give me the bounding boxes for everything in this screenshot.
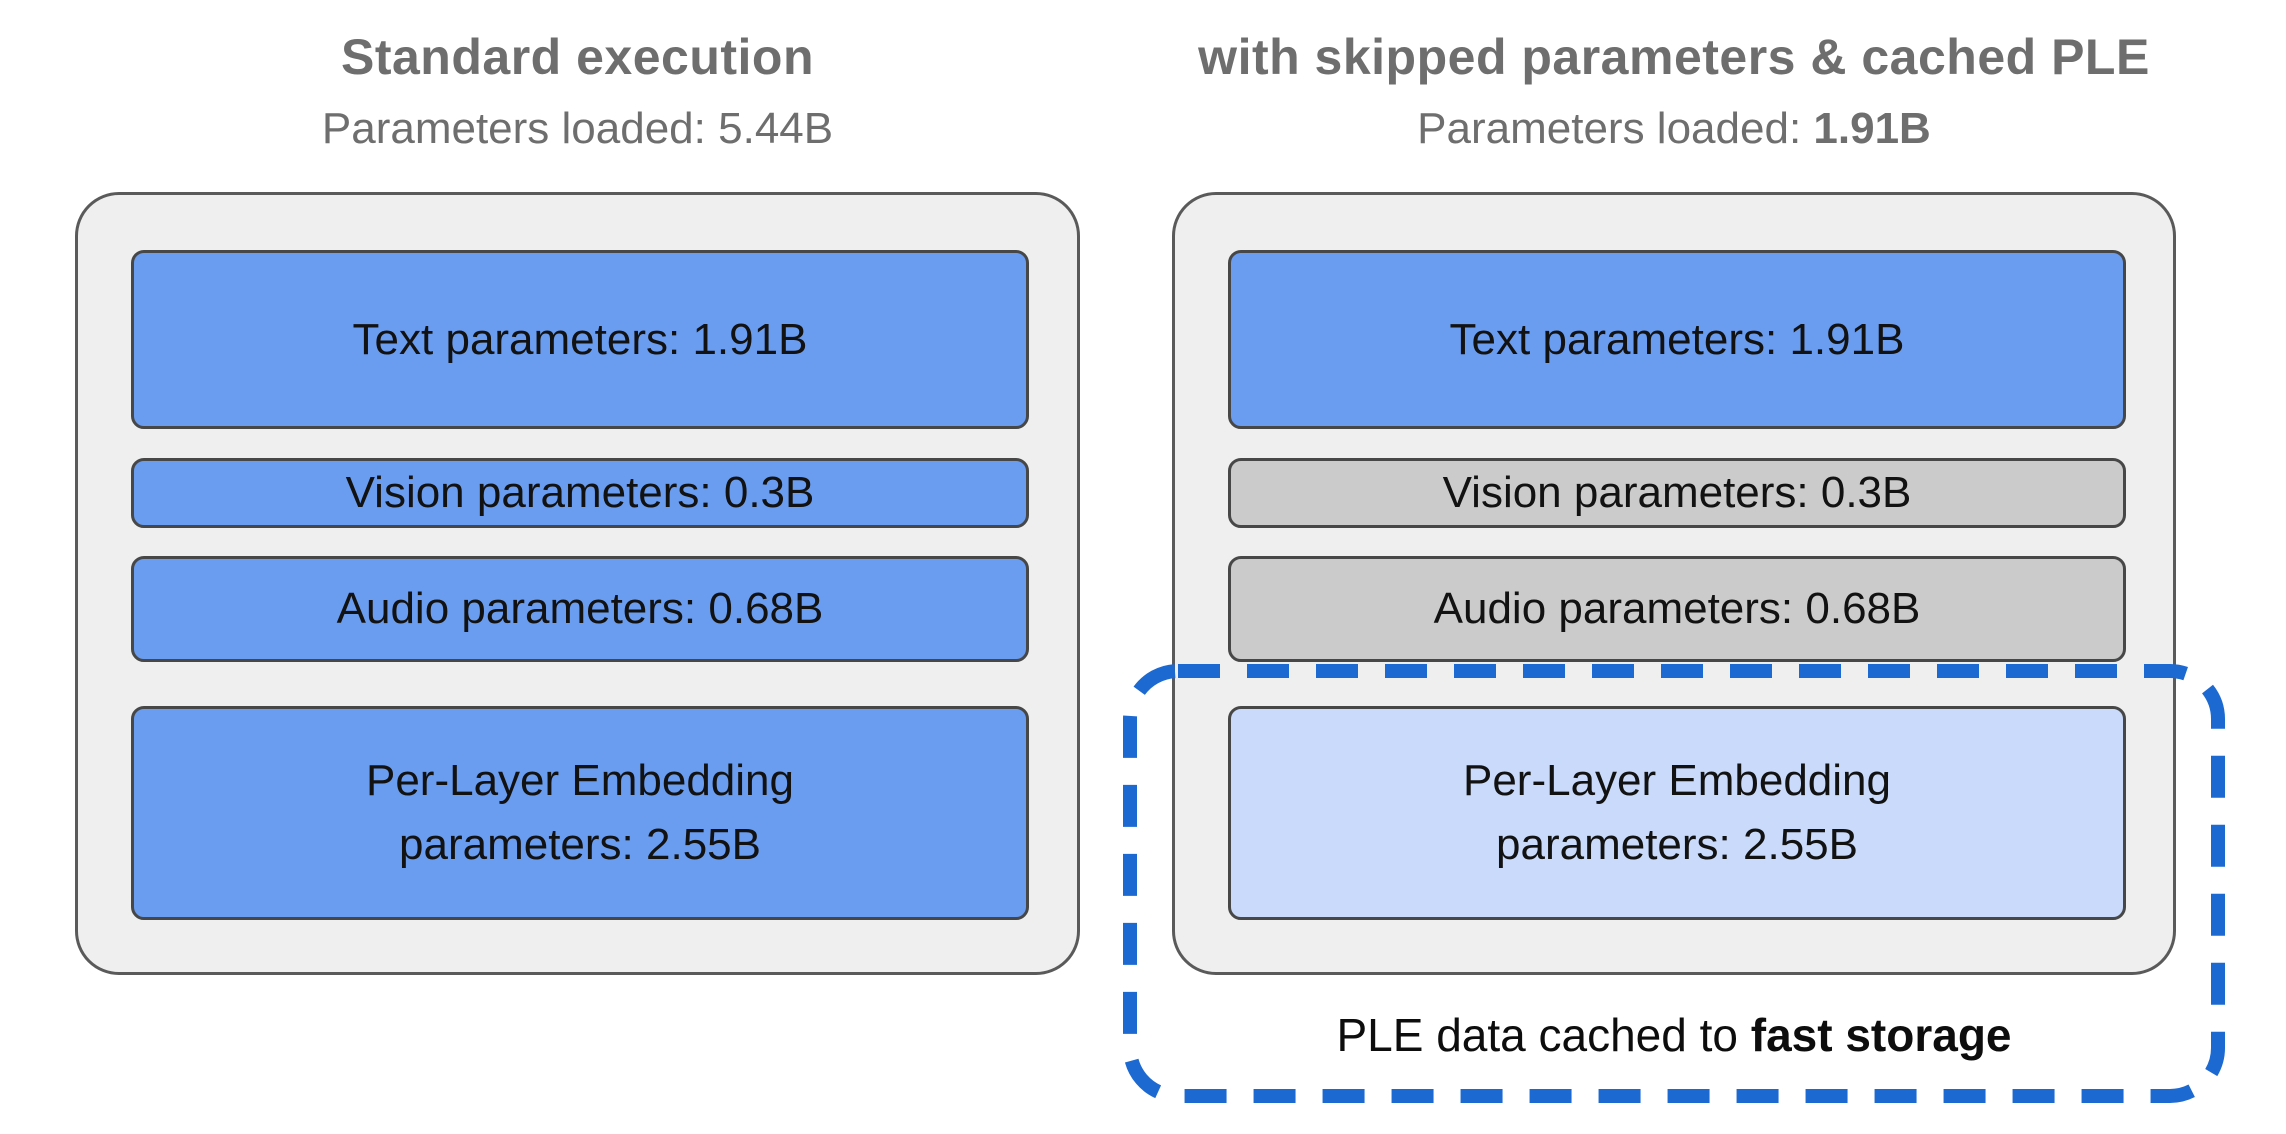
right-panel-subtitle: Parameters loaded: 1.91B — [1172, 104, 2176, 154]
left-panel-title: Standard execution — [341, 29, 814, 85]
left-ple-label-line1: Per-Layer Embedding — [365, 756, 794, 806]
right-text-parameters-label: Text parameters: 1.91B — [1449, 314, 1905, 364]
right-per-layer-embedding-box-cached: Per-Layer Embedding parameters: 2.55B — [1228, 706, 2126, 920]
ple-cache-caption: PLE data cached to fast storage — [1130, 1008, 2218, 1062]
left-subtitle-label: Parameters loaded: — [321, 104, 706, 153]
left-subtitle-value: 5.44B — [718, 104, 834, 153]
left-per-layer-embedding-box: Per-Layer Embedding parameters: 2.55B — [131, 706, 1029, 920]
right-subtitle-value: 1.91B — [1813, 104, 1931, 153]
left-text-parameters-label: Text parameters: 1.91B — [352, 314, 808, 364]
left-vision-parameters-box: Vision parameters: 0.3B — [131, 458, 1029, 528]
right-text-parameters-box: Text parameters: 1.91B — [1228, 250, 2126, 429]
ple-cache-caption-bold: fast storage — [1750, 1009, 2012, 1061]
left-audio-parameters-box: Audio parameters: 0.68B — [131, 556, 1029, 662]
right-audio-parameters-box-skipped: Audio parameters: 0.68B — [1228, 556, 2126, 662]
left-text-parameters-box: Text parameters: 1.91B — [131, 250, 1029, 429]
left-ple-label-line2: parameters: 2.55B — [399, 820, 761, 869]
ple-cache-caption-prefix: PLE data cached to — [1336, 1009, 1751, 1061]
right-ple-label-line1: Per-Layer Embedding — [1462, 756, 1891, 806]
skipped-cached-execution-container: Text parameters: 1.91B Vision parameters… — [1172, 192, 2176, 975]
left-vision-parameters-label: Vision parameters: 0.3B — [345, 468, 815, 518]
left-panel-subtitle: Parameters loaded: 5.44B — [75, 104, 1080, 154]
right-vision-parameters-label: Vision parameters: 0.3B — [1442, 468, 1912, 518]
left-audio-parameters-label: Audio parameters: 0.68B — [336, 584, 824, 634]
right-vision-parameters-box-skipped: Vision parameters: 0.3B — [1228, 458, 2126, 528]
right-subtitle-label: Parameters loaded: — [1417, 104, 1802, 153]
right-audio-parameters-label: Audio parameters: 0.68B — [1433, 584, 1921, 634]
right-ple-label-line2: parameters: 2.55B — [1496, 820, 1858, 869]
standard-execution-container: Text parameters: 1.91B Vision parameters… — [75, 192, 1080, 975]
right-panel-title: with skipped parameters & cached PLE — [1198, 29, 2150, 85]
